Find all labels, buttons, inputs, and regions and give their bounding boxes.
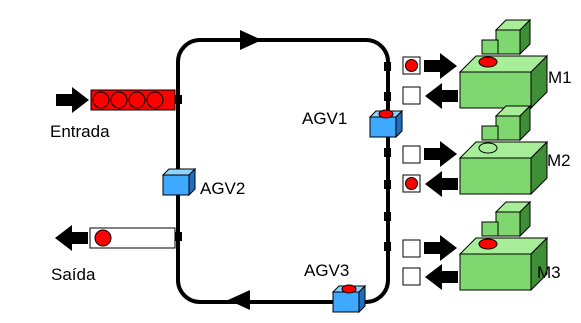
m2-out-buffer [402, 145, 421, 164]
m3-label: M3 [537, 263, 561, 282]
agv3-cart-icon [331, 284, 367, 314]
saida-arrow-icon [55, 225, 88, 251]
track-direction-arrow-top [240, 30, 262, 50]
m3-out-arrow-icon [425, 264, 458, 290]
m2-machine-icon [458, 104, 549, 196]
entrada-label: Entrada [50, 122, 110, 141]
saida-queue: Saída [51, 225, 176, 284]
agv1-label: AGV1 [302, 109, 347, 128]
track-stops [175, 62, 391, 251]
m1-in-part [405, 59, 418, 72]
entrada-arrow-icon [56, 87, 89, 113]
agv1-cart-icon [368, 109, 404, 139]
m1-label: M1 [548, 68, 572, 87]
agv3-label: AGV3 [304, 261, 349, 280]
m2-part [405, 177, 418, 190]
m1-out-arrow-icon [425, 83, 458, 109]
agv2-cart-icon [161, 167, 197, 197]
entrada-part-2 [110, 91, 128, 109]
saida-part [94, 229, 112, 247]
m2-station: M2 [402, 104, 571, 197]
m1-station: M1 [402, 18, 572, 110]
track-direction-arrow-bottom [228, 290, 250, 310]
m2-out-arrow-icon [425, 171, 458, 197]
entrada-queue: Entrada [50, 87, 176, 141]
agv2-label: AGV2 [200, 179, 245, 198]
entrada-part-4 [146, 91, 164, 109]
m3-in-arrow-icon [424, 235, 457, 261]
m2-in-arrow-icon [424, 141, 457, 167]
entrada-part-3 [128, 91, 146, 109]
m3-in-buffer [402, 239, 421, 258]
saida-label: Saída [51, 265, 96, 284]
agv-loop-track [176, 38, 390, 304]
m2-label: M2 [547, 151, 571, 170]
m3-station: M3 [402, 200, 561, 292]
entrada-part-1 [92, 91, 110, 109]
m3-machine-icon [458, 200, 549, 292]
m3-out-buffer [402, 267, 421, 286]
m1-machine-icon [458, 18, 549, 110]
saida-buffer [89, 227, 176, 249]
m1-in-arrow-icon [424, 53, 457, 79]
m1-out-buffer [402, 86, 421, 105]
